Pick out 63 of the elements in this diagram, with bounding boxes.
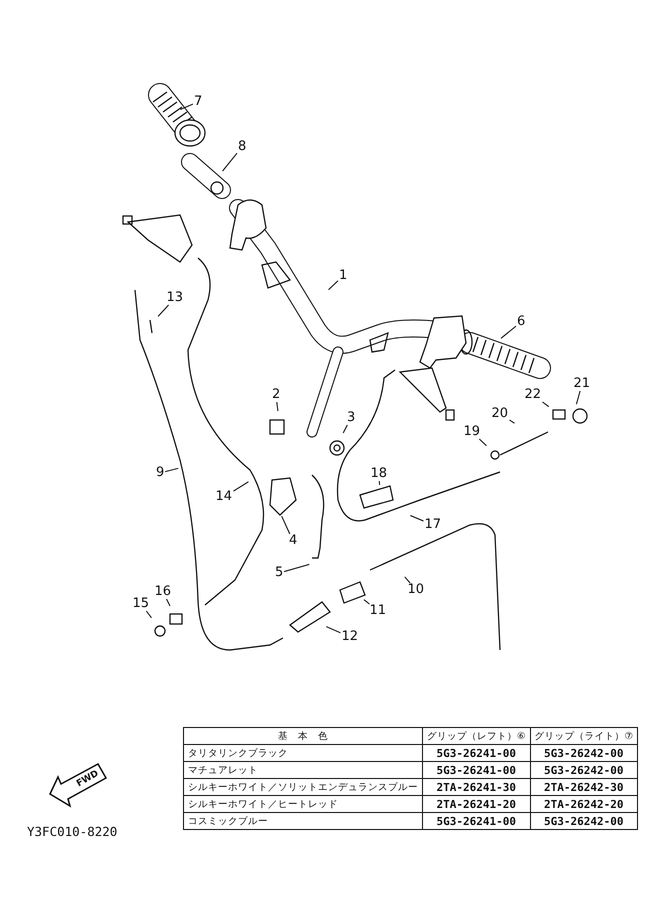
leader-line (576, 390, 581, 405)
leader-line (284, 564, 310, 572)
callout-number: 22 (524, 388, 542, 402)
callout-number: 19 (462, 425, 482, 439)
leader-line (364, 599, 370, 604)
callout-number: 4 (288, 534, 298, 548)
table-cell: コスミックブルー (184, 812, 422, 830)
leader-line (281, 516, 290, 534)
table-cell: シルキーホワイト／ヒートレッド (184, 796, 422, 812)
leader-line (222, 152, 238, 172)
callout-number: 21 (572, 377, 592, 391)
leader-line (164, 468, 179, 472)
callout-number: 3 (346, 411, 356, 425)
callout-number: 17 (424, 518, 442, 532)
callout-number: 5 (274, 566, 284, 580)
table-cell: 2TA-26241-20 (422, 796, 530, 812)
table-cell: 5G3-26242-00 (530, 812, 638, 830)
leader-line (500, 326, 516, 339)
table-cell: タリタリンクブラック (184, 744, 422, 762)
table-cell: 2TA-26241-30 (422, 778, 530, 796)
callout-number: 13 (166, 291, 184, 305)
callout-number: 14 (214, 490, 234, 504)
callout-number: 6 (516, 315, 526, 329)
callout-number: 8 (237, 140, 248, 154)
table-cell: 5G3-26241-00 (422, 762, 530, 778)
leader-line (276, 402, 278, 412)
callout-number: 11 (368, 604, 388, 618)
callout-number: 9 (155, 466, 166, 480)
callout-number: 16 (154, 585, 172, 599)
leader-line (158, 304, 170, 317)
leader-line (542, 402, 550, 408)
table-header-cell: グリップ（ライト）⑦ (530, 728, 638, 744)
leader-line (478, 438, 487, 446)
table-cell: マチュアレット (184, 762, 422, 778)
leader-line (404, 576, 411, 584)
leader-line (328, 280, 338, 290)
table-cell: シルキーホワイト／ソリットエンデュランスブルー (184, 778, 422, 796)
callout-number: 12 (340, 630, 360, 644)
leader-line (326, 626, 341, 634)
callout-number: 7 (193, 95, 204, 109)
leader-line (166, 598, 170, 606)
callout-number: 2 (271, 388, 282, 402)
callout-number: 10 (406, 583, 426, 597)
table-cell: 5G3-26241-00 (422, 812, 530, 830)
leader-line (233, 481, 249, 492)
leader-line (378, 480, 380, 486)
table-cell: 5G3-26242-00 (530, 762, 638, 778)
callout-number: 1 (338, 269, 348, 283)
table-cell: 2TA-26242-30 (530, 778, 638, 796)
table-cell: 5G3-26242-00 (530, 744, 638, 762)
table-cell: 5G3-26241-00 (422, 744, 530, 762)
callout-number: 20 (490, 407, 510, 421)
leader-line (180, 104, 194, 110)
table-header-cell: グリップ（レフト）⑥ (422, 728, 530, 744)
leader-line (410, 515, 424, 522)
leader-line (342, 424, 348, 434)
drawing-code: Y3FC010-8220 (27, 824, 118, 839)
leader-line (509, 420, 515, 424)
table-header-cell: 基 本 色 (184, 728, 422, 744)
callout-number: 18 (370, 467, 388, 481)
callout-number: 15 (132, 597, 150, 611)
leader-line (146, 610, 152, 618)
table-cell: 2TA-26242-20 (530, 796, 638, 812)
